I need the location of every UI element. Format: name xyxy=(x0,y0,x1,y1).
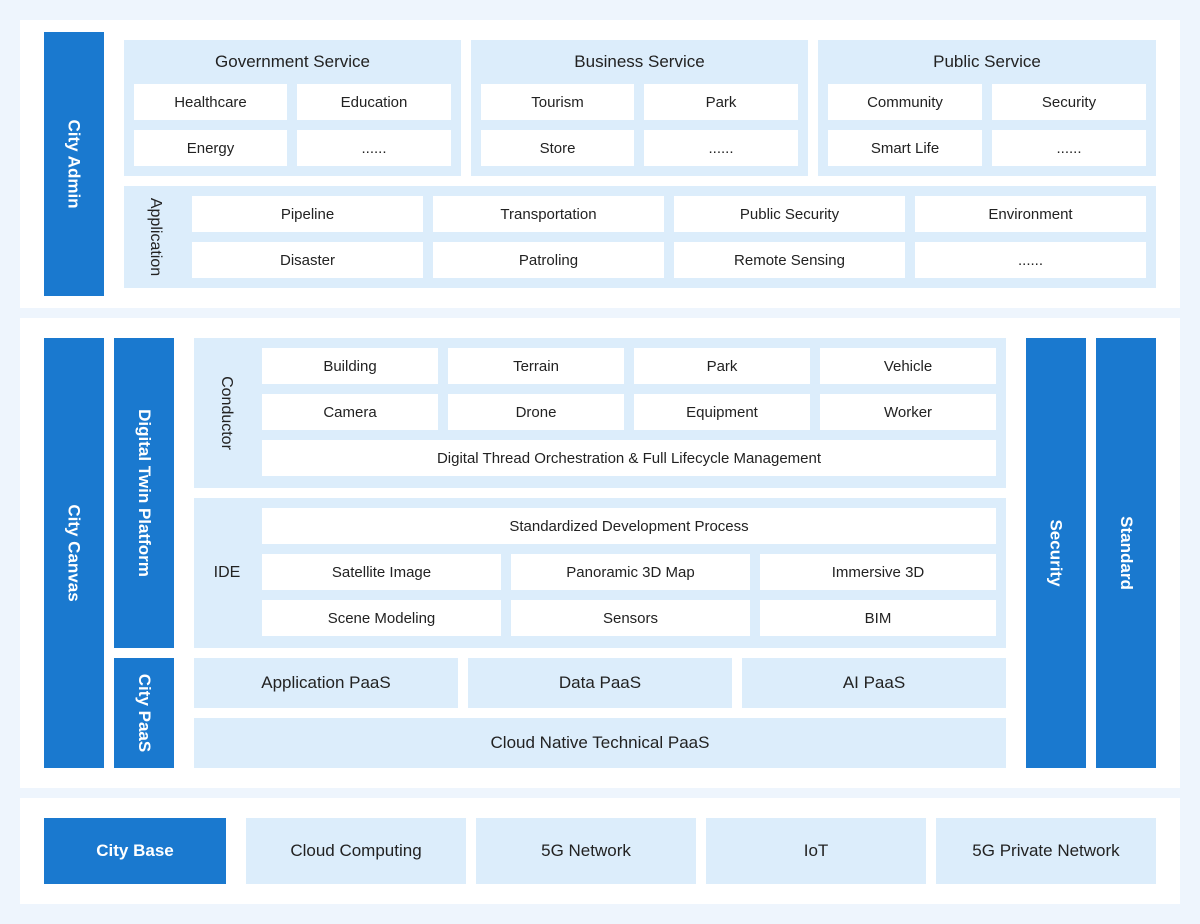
city-admin-label: City Admin xyxy=(44,32,104,296)
business-service-item: ...... xyxy=(644,130,798,166)
conductor-item: Camera xyxy=(262,394,438,430)
application-label: Application xyxy=(147,197,164,277)
public-service-item: Community xyxy=(828,84,982,120)
conductor-item: Park xyxy=(634,348,810,384)
conductor-item: Building xyxy=(262,348,438,384)
public-service-title: Public Service xyxy=(933,52,1041,71)
business-service-title: Business Service xyxy=(574,52,705,71)
ide-item: Satellite Image xyxy=(262,554,501,590)
application-item: Pipeline xyxy=(192,196,423,232)
conductor-item: Drone xyxy=(448,394,624,430)
conductor-item: Worker xyxy=(820,394,996,430)
business-service-item: Tourism xyxy=(481,84,634,120)
digital-twin-platform-label: Digital Twin Platform xyxy=(114,338,174,648)
public-service-item: ...... xyxy=(992,130,1146,166)
public-service-item: Security xyxy=(992,84,1146,120)
ide-full-row: Standardized Development Process xyxy=(262,508,996,544)
city-base-item: IoT xyxy=(706,818,926,884)
paas-item: Data PaaS xyxy=(468,658,732,708)
conductor-full-row: Digital Thread Orchestration & Full Life… xyxy=(262,440,996,476)
business-service-item: Store xyxy=(481,130,634,166)
city-paas-label: City PaaS xyxy=(114,658,174,768)
application-item: Environment xyxy=(915,196,1146,232)
conductor-item: Equipment xyxy=(634,394,810,430)
ide-label: IDE xyxy=(213,564,241,581)
conductor-item: Vehicle xyxy=(820,348,996,384)
government-service-item: Healthcare xyxy=(134,84,287,120)
application-item: Remote Sensing xyxy=(674,242,905,278)
conductor-item: Terrain xyxy=(448,348,624,384)
city-canvas-label: City Canvas xyxy=(44,338,104,768)
government-service-item: Education xyxy=(297,84,451,120)
ide-item: Immersive 3D xyxy=(760,554,996,590)
city-base-item: Cloud Computing xyxy=(246,818,466,884)
ide-item: Panoramic 3D Map xyxy=(511,554,750,590)
ide-item: Scene Modeling xyxy=(262,600,501,636)
application-item: Public Security xyxy=(674,196,905,232)
application-item: ...... xyxy=(915,242,1146,278)
application-item: Patroling xyxy=(433,242,664,278)
ide-item: Sensors xyxy=(511,600,750,636)
cloud-native-paas: Cloud Native Technical PaaS xyxy=(194,718,1006,768)
government-service-item: ...... xyxy=(297,130,451,166)
paas-item: AI PaaS xyxy=(742,658,1006,708)
public-service-item: Smart Life xyxy=(828,130,982,166)
security-label: Security xyxy=(1026,338,1086,768)
conductor-label: Conductor xyxy=(218,376,236,450)
city-base-item: 5G Private Network xyxy=(936,818,1156,884)
city-base-item: 5G Network xyxy=(476,818,696,884)
business-service-item: Park xyxy=(644,84,798,120)
application-item: Disaster xyxy=(192,242,423,278)
government-service-item: Energy xyxy=(134,130,287,166)
paas-item: Application PaaS xyxy=(194,658,458,708)
city-base-label: City Base xyxy=(44,818,226,884)
ide-item: BIM xyxy=(760,600,996,636)
government-service-title: Government Service xyxy=(215,52,370,71)
application-item: Transportation xyxy=(433,196,664,232)
standard-label: Standard xyxy=(1096,338,1156,768)
